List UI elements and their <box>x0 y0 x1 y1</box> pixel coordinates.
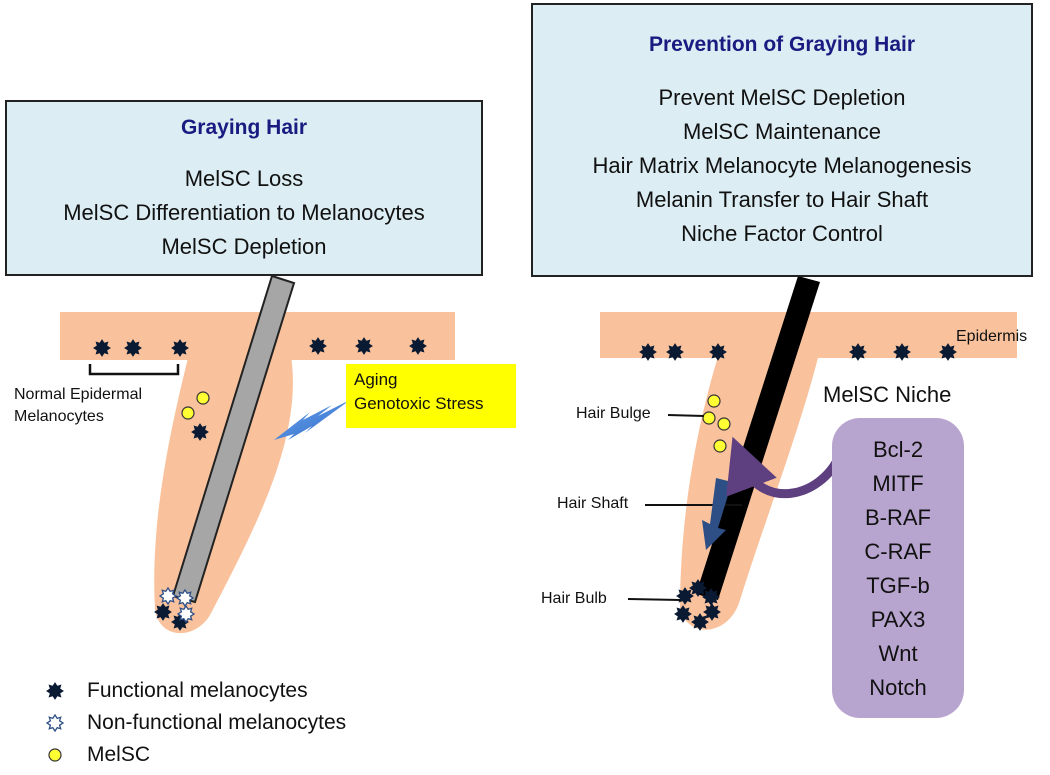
functional-melanocyte-icon <box>355 337 373 355</box>
hair-shaft-label: Hair Shaft <box>557 495 629 512</box>
non-functional-melanocyte-icon <box>177 605 195 623</box>
right-line-2: MelSC Maintenance <box>682 119 882 144</box>
legend-item-melsc: MelSC <box>45 740 150 770</box>
niche-factor: B-RAF <box>865 505 931 530</box>
right-line-4: Melanin Transfer to Hair Shaft <box>635 187 929 212</box>
graying-hair-title: Graying Hair <box>180 116 308 139</box>
functional-melanocyte-icon <box>709 343 727 361</box>
niche-factor: Bcl-2 <box>872 437 924 462</box>
functional-melanocyte-icon <box>849 343 867 361</box>
melsc-icon <box>181 406 195 420</box>
legend-label: Functional melanocytes <box>87 679 308 702</box>
left-line-1: MelSC Loss <box>184 166 304 191</box>
lightning-bolt-icon <box>274 400 350 440</box>
hair-bulge-leader <box>667 414 705 417</box>
functional-melanocyte-icon <box>676 587 694 605</box>
melsc-icon <box>713 439 727 453</box>
melsc-icon <box>702 411 716 425</box>
functional-melanocyte-icon <box>666 343 684 361</box>
curved-arrow-icon <box>726 436 845 499</box>
normal-epidermal-label: Normal Epidermal Melanocytes <box>14 384 142 428</box>
niche-factor: MITF <box>872 471 924 496</box>
left-line-2: MelSC Differentiation to Melanocytes <box>63 200 425 225</box>
melsc-niche-title: MelSC Niche <box>823 382 952 407</box>
right-line-3: Hair Matrix Melanocyte Melanogenesis <box>592 153 972 178</box>
legend-item-non-functional: Non-functional melanocytes <box>45 708 346 738</box>
melsc-icon <box>717 417 731 431</box>
graying-hair-box: Graying Hair MelSC Loss MelSC Differenti… <box>5 100 483 276</box>
niche-factors-box: Bcl-2 MITF B-RAF C-RAF TGF-b PAX3 Wnt No… <box>832 418 964 718</box>
hair-bulb-leader <box>627 598 681 601</box>
right-line-1: Prevent MelSC Depletion <box>658 85 906 110</box>
functional-melanocyte-icon <box>939 343 957 361</box>
normal-epidermal-line-2: Melanocytes <box>14 408 104 425</box>
right-line-5: Niche Factor Control <box>681 221 883 246</box>
hair-bulge-label: Hair Bulge <box>576 405 651 422</box>
melsc-icon <box>196 391 210 405</box>
epidermis-label: Epidermis <box>956 328 1028 345</box>
functional-melanocyte-icon <box>124 339 142 357</box>
niche-factor: PAX3 <box>870 607 926 632</box>
left-line-3: MelSC Depletion <box>161 234 327 259</box>
legend-item-functional: Functional melanocytes <box>45 676 308 706</box>
down-arrow-icon <box>702 478 732 550</box>
legend-label: Non-functional melanocytes <box>87 711 347 734</box>
legend-label: MelSC <box>87 743 151 766</box>
normal-epidermal-line-1: Normal Epidermal <box>14 386 143 403</box>
stress-line-2: Genotoxic Stress <box>354 394 484 413</box>
non-functional-melanocyte-icon <box>176 589 194 607</box>
niche-factor: Notch <box>869 675 927 700</box>
functional-melanocyte-icon <box>703 603 721 621</box>
functional-melanocyte-icon <box>689 579 707 597</box>
niche-factor: TGF-b <box>866 573 930 598</box>
functional-melanocyte-icon <box>409 337 427 355</box>
functional-melanocyte-icon <box>893 343 911 361</box>
prevention-title: Prevention of Graying Hair <box>648 33 916 56</box>
functional-melanocyte-icon <box>171 339 189 357</box>
functional-melanocyte-icon <box>702 588 720 606</box>
non-functional-melanocyte-icon <box>159 587 177 605</box>
functional-melanocyte-icon <box>46 682 64 700</box>
functional-melanocyte-icon <box>639 343 657 361</box>
epidermal-bracket <box>88 364 180 376</box>
niche-factor: Wnt <box>878 641 918 666</box>
functional-melanocyte-icon <box>154 603 172 621</box>
non-functional-melanocyte-icon <box>46 714 64 732</box>
stress-line-1: Aging <box>354 370 398 389</box>
functional-melanocyte-icon <box>674 605 692 623</box>
gray-hair-shaft <box>171 274 296 604</box>
melsc-icon <box>707 394 721 408</box>
functional-melanocyte-icon <box>309 337 327 355</box>
niche-factor: C-RAF <box>864 539 932 564</box>
functional-melanocyte-icon <box>691 613 709 631</box>
functional-melanocyte-icon <box>191 423 209 441</box>
stress-box: Aging Genotoxic Stress <box>346 364 516 428</box>
melsc-icon <box>48 748 62 762</box>
hair-bulb-label: Hair Bulb <box>541 590 607 607</box>
prevention-box: Prevention of Graying Hair Prevent MelSC… <box>531 3 1033 277</box>
functional-melanocyte-icon <box>93 339 111 357</box>
